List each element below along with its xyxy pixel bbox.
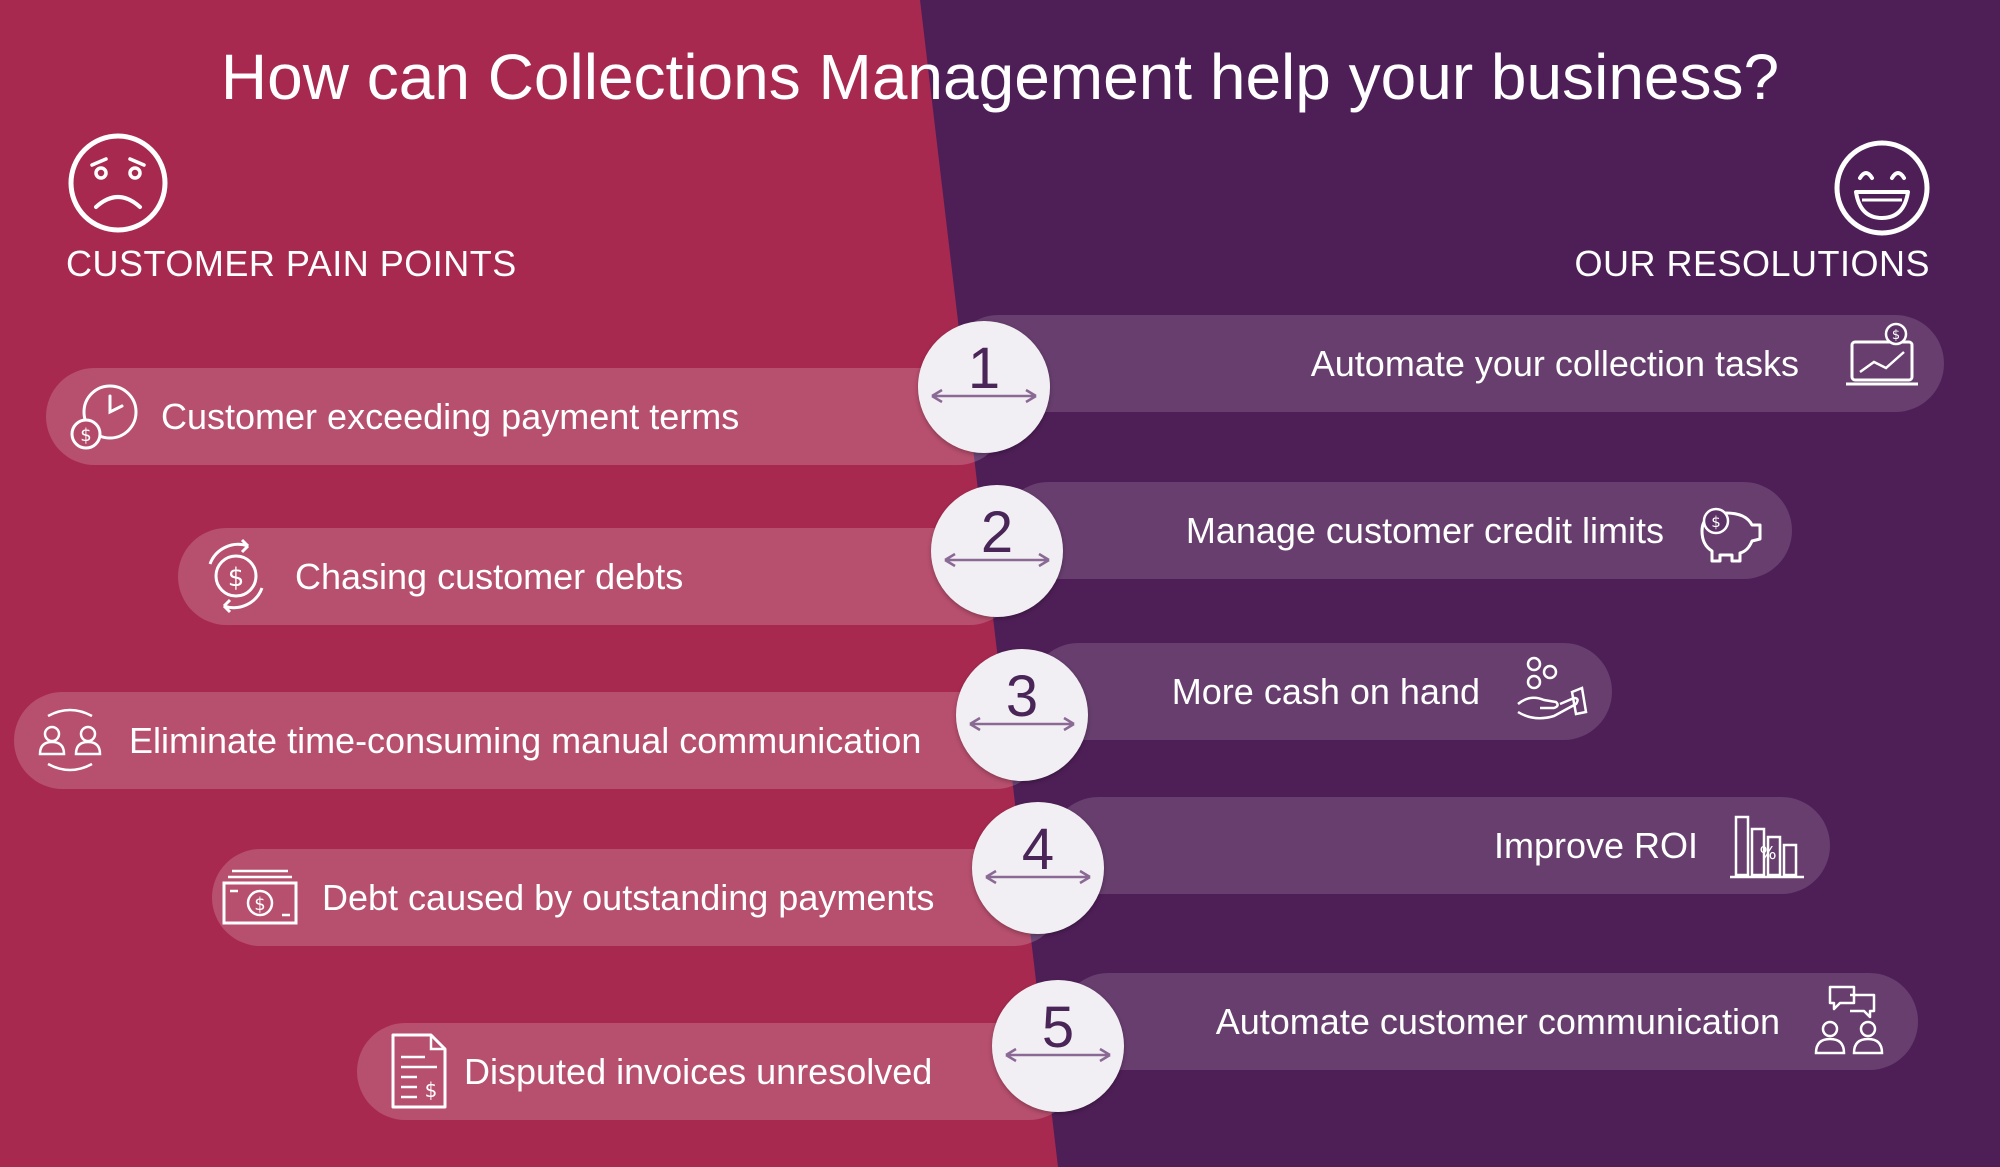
resolution-1: Automate your collection tasks $ — [950, 315, 1944, 412]
step-number: 2 — [980, 500, 1014, 565]
resolution-label: Automate your collection tasks — [1310, 342, 1799, 384]
happy-face-icon — [1834, 140, 1930, 236]
double-arrow-icon — [944, 552, 1050, 568]
bar-chart-percent-icon: % — [1730, 815, 1804, 879]
people-chat-icon — [1814, 985, 1884, 1055]
step-number: 3 — [1005, 664, 1039, 729]
resolution-4: Improve ROI % — [1050, 797, 1830, 894]
hand-coins-icon — [1517, 656, 1588, 720]
step-number: 5 — [1041, 995, 1075, 1060]
svg-text:$: $ — [80, 425, 91, 446]
left-background — [0, 0, 1058, 1167]
pain-label: Eliminate time-consuming manual communic… — [129, 719, 922, 761]
resolution-3: More cash on hand — [1030, 643, 1612, 740]
clock-money-icon: $ — [70, 384, 138, 450]
piggy-bank-icon: $ — [1700, 507, 1762, 563]
svg-text:$: $ — [1711, 513, 1721, 531]
invoice-icon: $ — [391, 1033, 447, 1109]
svg-text:$: $ — [1892, 328, 1900, 343]
step-badge-2: 2 — [931, 485, 1063, 617]
right-heading: OUR RESOLUTIONS — [1574, 243, 1930, 284]
laptop-chart-icon: $ — [1846, 322, 1918, 386]
pain-label: Disputed invoices unresolved — [464, 1050, 933, 1092]
step-number: 4 — [1021, 817, 1055, 882]
resolution-2: Manage customer credit limits $ — [1000, 482, 1792, 579]
double-arrow-icon — [985, 869, 1091, 885]
svg-text:$: $ — [254, 894, 265, 915]
step-badge-4: 4 — [972, 802, 1104, 934]
people-exchange-icon — [38, 708, 102, 772]
left-heading: CUSTOMER PAIN POINTS — [66, 243, 517, 284]
banknotes-icon: $ — [222, 869, 298, 925]
resolution-label: Improve ROI — [1493, 824, 1698, 866]
resolution-label: More cash on hand — [1171, 670, 1480, 712]
page-title: How can Collections Management help your… — [220, 41, 1780, 113]
svg-text:%: % — [1759, 843, 1776, 864]
resolution-5: Automate customer communication — [1060, 973, 1918, 1070]
pain-label: Debt caused by outstanding payments — [322, 876, 935, 918]
pain-point-5: $ Disputed invoices unresolved — [357, 1023, 1077, 1120]
step-number: 1 — [967, 336, 1001, 401]
step-badge-3: 3 — [956, 649, 1088, 781]
sad-face-icon — [68, 133, 168, 233]
step-badge-5: 5 — [992, 980, 1124, 1112]
pain-label: Customer exceeding payment terms — [161, 395, 740, 437]
pain-label: Chasing customer debts — [295, 555, 684, 597]
circular-money-icon: $ — [208, 538, 264, 614]
step-badge-1: 1 — [918, 321, 1050, 453]
pain-point-4: $ Debt caused by outstanding payments — [212, 849, 1062, 946]
resolution-label: Automate customer communication — [1215, 1000, 1780, 1042]
double-arrow-icon — [969, 716, 1075, 732]
resolution-label: Manage customer credit limits — [1185, 509, 1664, 551]
svg-text:$: $ — [425, 1078, 438, 1102]
double-arrow-icon — [931, 388, 1037, 404]
pain-point-3: Eliminate time-consuming manual communic… — [14, 692, 1044, 789]
pain-point-1: $ Customer exceeding payment terms — [46, 368, 1006, 465]
double-arrow-icon — [1005, 1047, 1111, 1063]
pain-point-2: $ Chasing customer debts — [178, 528, 1018, 625]
svg-text:$: $ — [228, 563, 245, 593]
